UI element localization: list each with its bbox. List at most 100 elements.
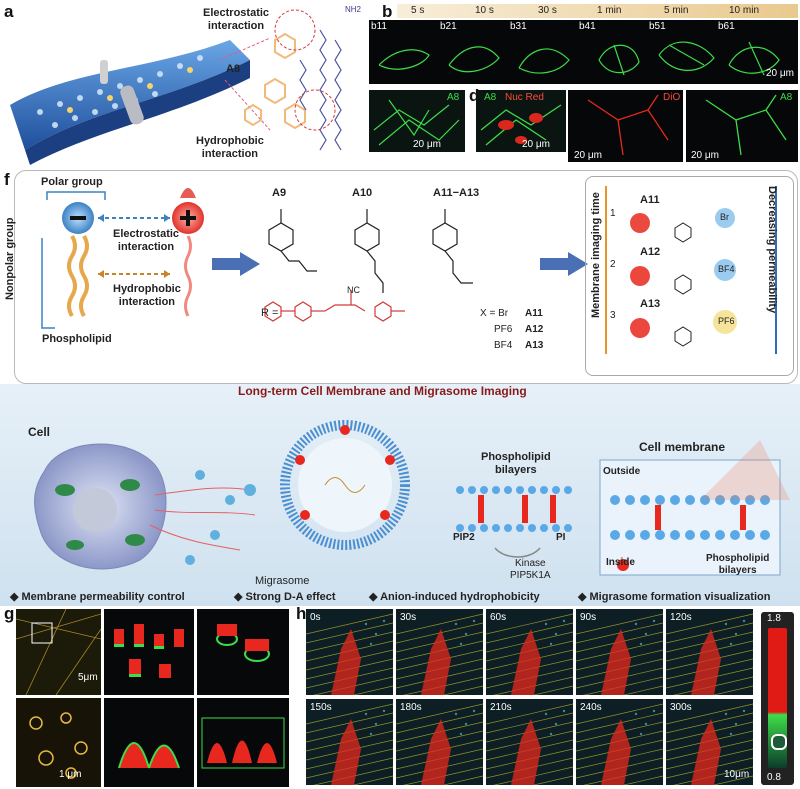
compound-structures: [264, 209, 473, 322]
timelapse-frame: 120s: [666, 609, 753, 695]
pip2-label: PIP2: [453, 532, 475, 543]
panel-a-label: a: [4, 2, 14, 21]
scale-b: 20 μm: [766, 68, 794, 79]
panel-b-image: [369, 20, 798, 84]
feature-2-text: Strong D-A effect: [245, 591, 336, 603]
permeability-label: Decreasing permeability: [766, 186, 778, 314]
scale-e-left: 20 μm: [574, 150, 602, 161]
nh2-label: NH2: [345, 5, 362, 14]
timelapse-time-label: 60s: [490, 612, 507, 623]
feature-1: ◆ Membrane permeability control: [10, 591, 185, 603]
x-eq-br: X = Br: [480, 308, 509, 319]
frame-b11: b11: [371, 21, 387, 32]
bilayers-title: Phospholipid bilayers: [481, 451, 551, 476]
panel-g-zoom: [16, 698, 101, 787]
x-cmp-a11: A11: [525, 308, 543, 319]
panel-e-right-image: [686, 90, 798, 162]
colorbar-min: 0.8: [767, 772, 781, 783]
scale-d: 20 μm: [522, 139, 550, 150]
channel-d-2: Nuc Red: [505, 92, 544, 103]
compound-a10: A10: [352, 187, 373, 199]
frame-b31: b31: [510, 21, 527, 32]
series-a12: A12: [640, 246, 661, 258]
time-step-1: 1: [610, 208, 616, 219]
feature-3-text: Anion-induced hydrophobicity: [380, 591, 540, 603]
panel-c-image: [369, 90, 465, 152]
panel-d-image: [476, 90, 566, 152]
feature-1-text: Membrane permeability control: [21, 591, 185, 603]
timelapse-time-label: 0s: [310, 612, 321, 623]
compound-a11-a13: A11−A13: [433, 187, 480, 199]
timelapse-time-label: 300s: [670, 702, 692, 713]
panel-g-3d-2: [197, 609, 289, 695]
time-b-4: 1 min: [597, 5, 622, 16]
frame-b21: b21: [440, 21, 457, 32]
panel-f-label: f: [4, 170, 10, 189]
panel-a-illustration: [10, 9, 342, 165]
panel-f-scheme-box: [14, 170, 798, 384]
probe-label-a8: A8: [226, 63, 241, 75]
time-b-5: 5 min: [664, 5, 689, 16]
time-b-3: 30 s: [538, 5, 557, 16]
kinase-label: Kinase PIP5K1A: [510, 558, 551, 581]
panel-d-label: d: [469, 86, 480, 105]
panel-g-3d-4: [197, 698, 289, 787]
timelapse-time-label: 120s: [670, 612, 692, 623]
time-bar: [397, 4, 798, 18]
arrow-right-icon: [212, 252, 260, 276]
channel-e-right: A8: [780, 92, 793, 103]
feature-3: ◆ Anion-induced hydrophobicity: [369, 591, 540, 603]
feature-2: ◆ Strong D-A effect: [234, 591, 336, 603]
permeability-axis-line: [775, 186, 777, 354]
cell-label: Cell: [28, 425, 51, 439]
time-axis-label: Membrane imaging time: [590, 192, 602, 318]
panel-e-left-image: [568, 90, 683, 162]
timelapse-time-label: 240s: [580, 702, 602, 713]
phospholipid-cartoon: [41, 188, 204, 329]
anion-pf6: PF6: [718, 316, 735, 326]
timelapse-time-label: 30s: [400, 612, 417, 623]
timelapse-frame: 0s: [306, 609, 393, 695]
timelapse-frame: 210s: [486, 699, 573, 785]
frame-b61: b61: [718, 21, 735, 32]
timelapse-frame: 90s: [576, 609, 663, 695]
panel-h-label: h: [296, 604, 307, 623]
timelapse-time-label: 180s: [400, 702, 422, 713]
electrostatic-label-a: Electrostatic interaction: [203, 7, 270, 32]
channel-c: A8: [447, 92, 460, 103]
nc-label: NC: [347, 285, 360, 295]
scale-e-right: 20 μm: [691, 150, 719, 161]
x-cmp-a13: A13: [525, 340, 544, 351]
x-cmp-a12: A12: [525, 324, 544, 335]
pi-label: PI: [556, 532, 566, 543]
arrow-right-icon-2: [540, 252, 588, 276]
feature-4: ◆ Migrasome formation visualization: [578, 591, 771, 603]
time-b-2: 10 s: [475, 5, 494, 16]
migrasome-label: Migrasome: [255, 575, 310, 587]
x-bf4: BF4: [494, 340, 513, 351]
timelapse-time-label: 90s: [580, 612, 597, 623]
bottom-illustration: [34, 420, 790, 576]
phospholipid-label: Phospholipid: [42, 333, 112, 345]
feature-4-text: Migrasome formation visualization: [589, 591, 771, 603]
electrostatic-label-f: Electrostatic interaction: [113, 228, 180, 253]
time-b-6: 10 min: [729, 5, 760, 16]
timelapse-frame: 180s: [396, 699, 483, 785]
panel-g-3d-3: [104, 698, 194, 787]
panel-b-label: b: [382, 2, 393, 21]
scale-c: 20 μm: [413, 139, 441, 150]
timelapse-frame: 60s: [486, 609, 573, 695]
time-b-1: 5 s: [411, 5, 425, 16]
channel-e-left: DiO: [663, 92, 681, 103]
timelapse-frame: 240s: [576, 699, 663, 785]
compound-a9: A9: [272, 187, 287, 199]
scale-g-bottom: 1 μm: [59, 769, 82, 780]
permeability-box: [585, 176, 794, 376]
time-step-3: 3: [610, 310, 616, 321]
bilayers2-label: Phospholipid bilayers: [706, 553, 770, 576]
banner-title: Long-term Cell Membrane and Migrasome Im…: [238, 384, 527, 398]
polar-group-label: Polar group: [41, 176, 103, 188]
scale-g-top: 5μm: [78, 672, 98, 683]
timelapse-time-label: 150s: [310, 702, 332, 713]
panel-g-3d-1: [104, 609, 194, 695]
